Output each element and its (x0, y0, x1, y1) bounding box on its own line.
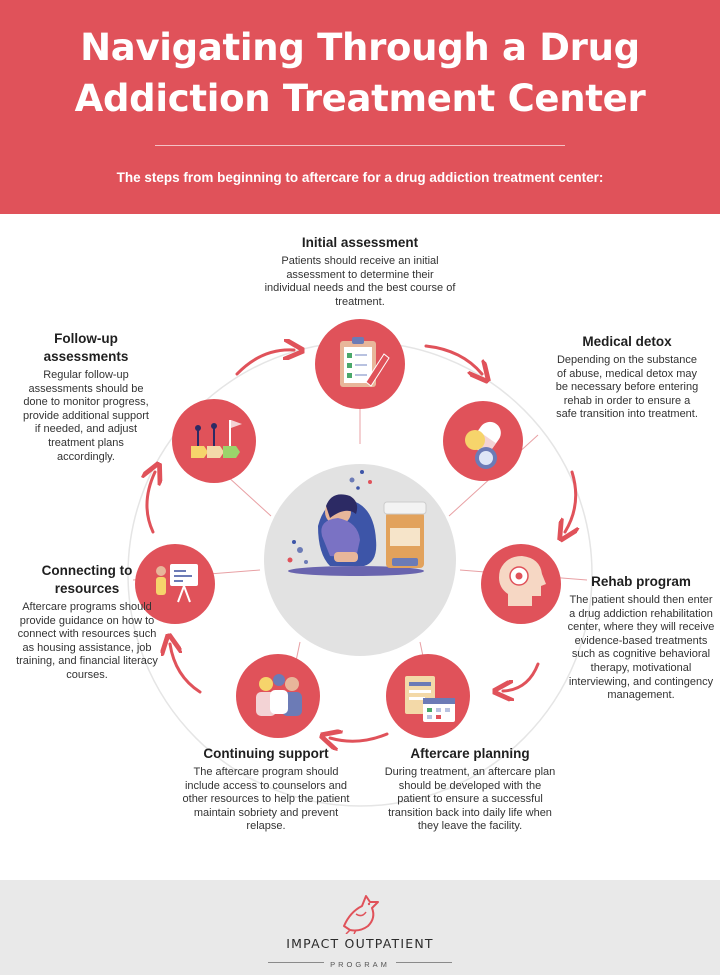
clipboard-checklist-icon (340, 337, 390, 387)
step-description: Patients should receive an initial asses… (264, 255, 456, 308)
step-circle-aftercare-planning (386, 654, 470, 738)
brand-rule-left (268, 962, 325, 964)
step-continuing-support: Continuing support The aftercare program… (178, 745, 354, 834)
distressed-person-illustration (287, 470, 427, 576)
step-circle-medical-detox (443, 401, 523, 481)
brand-rule-right (395, 962, 452, 964)
arrow-7-to-1 (235, 350, 294, 376)
head-brain-icon (499, 556, 546, 606)
presentation-board-icon (156, 564, 198, 603)
brand-sub: PROGRAM (330, 960, 390, 969)
progress-flag-icon (191, 420, 242, 458)
step-title: Aftercare planning (410, 746, 530, 761)
arrow-3-to-4 (503, 662, 540, 691)
arrow-5-to-6 (170, 644, 202, 694)
calendar-plan-icon (405, 676, 455, 722)
step-circle-follow-up-assessments (172, 399, 256, 483)
cardinal-bird-logo (343, 895, 379, 934)
brand-subline: PROGRAM (0, 954, 720, 972)
arrow-2-to-3 (565, 470, 576, 532)
step-circle-continuing-support (236, 654, 320, 738)
step-medical-detox: Medical detox Depending on the substance… (552, 333, 702, 422)
header-divider (155, 145, 565, 146)
step-title: Connecting to resources (41, 563, 133, 596)
step-title: Rehab program (591, 574, 691, 589)
page-title: Navigating Through a Drug Addiction Trea… (20, 22, 700, 124)
support-group-icon (256, 674, 302, 716)
step-title: Initial assessment (301, 235, 419, 250)
step-circle-initial-assessment (315, 319, 405, 409)
step-title: Medical detox (582, 334, 672, 349)
step-connecting-to-resources: Connecting to resources Aftercare progra… (12, 562, 162, 683)
step-description: Aftercare programs should provide guidan… (16, 601, 158, 681)
footer: IMPACT OUTPATIENT PROGRAM (0, 880, 720, 975)
arrow-4-to-5 (330, 734, 389, 741)
step-description: During treatment, an aftercare plan shou… (384, 766, 556, 833)
arrow-1-to-2 (424, 344, 482, 374)
step-circle-connecting-to-resources (135, 544, 215, 624)
step-circle-rehab-program (481, 544, 561, 624)
step-description: The patient should then enter a drug add… (567, 594, 715, 702)
brand-name: IMPACT OUTPATIENT (286, 936, 434, 951)
cycle-arrows (147, 346, 576, 741)
treatment-cycle-diagram (127, 319, 593, 807)
step-aftercare-planning: Aftercare planning During treatment, an … (384, 745, 556, 834)
page-subtitle: The steps from beginning to aftercare fo… (116, 170, 604, 185)
step-follow-up-assessments: Follow-up assessments Regular follow-up … (22, 330, 150, 464)
step-description: Regular follow-up assessments should be … (23, 369, 149, 463)
step-description: Depending on the substance of abuse, med… (555, 354, 699, 421)
pills-icon (465, 421, 501, 469)
step-rehab-program: Rehab program The patient should then en… (566, 573, 716, 703)
arrow-6-to-7 (147, 472, 155, 534)
step-initial-assessment: Initial assessment Patients should recei… (262, 234, 458, 309)
header-banner: Navigating Through a Drug Addiction Trea… (0, 0, 720, 214)
title-line-1: Navigating Through a Drug (80, 26, 640, 69)
title-line-2: Addiction Treatment Center (74, 77, 646, 120)
step-title: Follow-up assessments (43, 331, 129, 364)
step-description: The aftercare program should include acc… (182, 766, 350, 833)
step-title: Continuing support (203, 746, 329, 761)
